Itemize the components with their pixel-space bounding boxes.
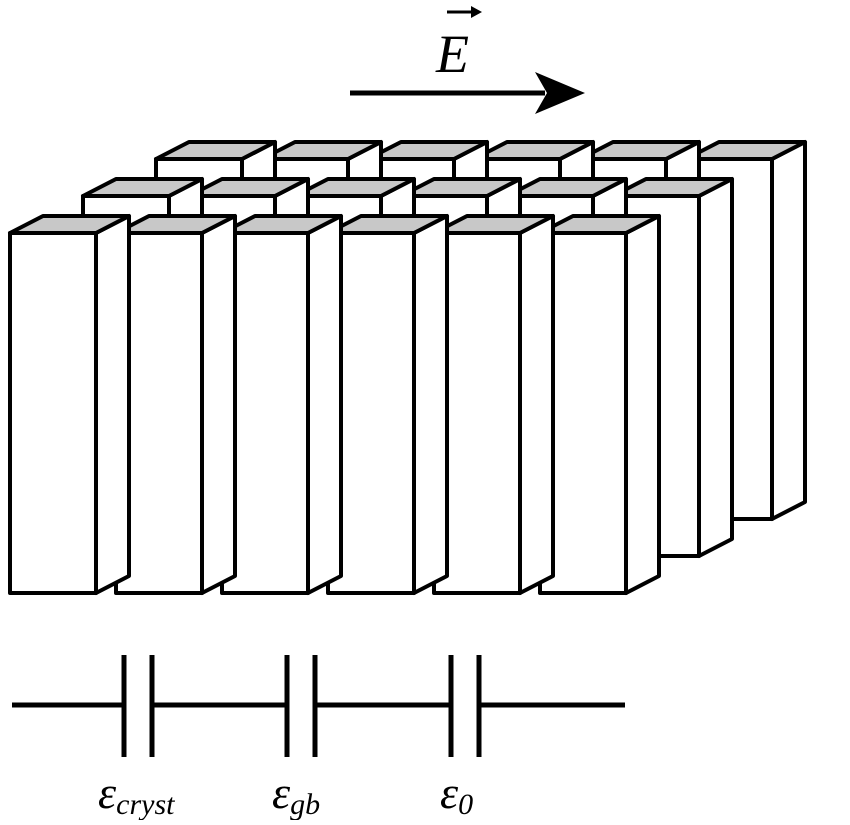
grain-side-r2-c5 [770,140,807,521]
field-label: E [435,24,469,84]
field-vector-tip [471,6,482,18]
grain-front-r0-c0 [8,231,98,595]
field-arrow-head [535,72,585,114]
grain-side-r0-c5 [624,214,661,595]
equivalent-circuit [12,655,625,757]
field-arrow: E [350,6,585,114]
grain-side-r1-c5 [697,177,734,558]
grain-side-r0-c3 [412,214,449,595]
grain-side-r0-c1 [200,214,237,595]
grain-side-r0-c2 [306,214,343,595]
grain-side-r0-c0 [94,214,131,595]
crystal-columns [8,140,807,595]
capacitor-label-cryst: εcryst [98,767,175,820]
grain-side-r0-c4 [518,214,555,595]
capacitor-label-gb: εgb [272,767,320,820]
capacitor-label-vacuum: ε0 [440,767,473,820]
